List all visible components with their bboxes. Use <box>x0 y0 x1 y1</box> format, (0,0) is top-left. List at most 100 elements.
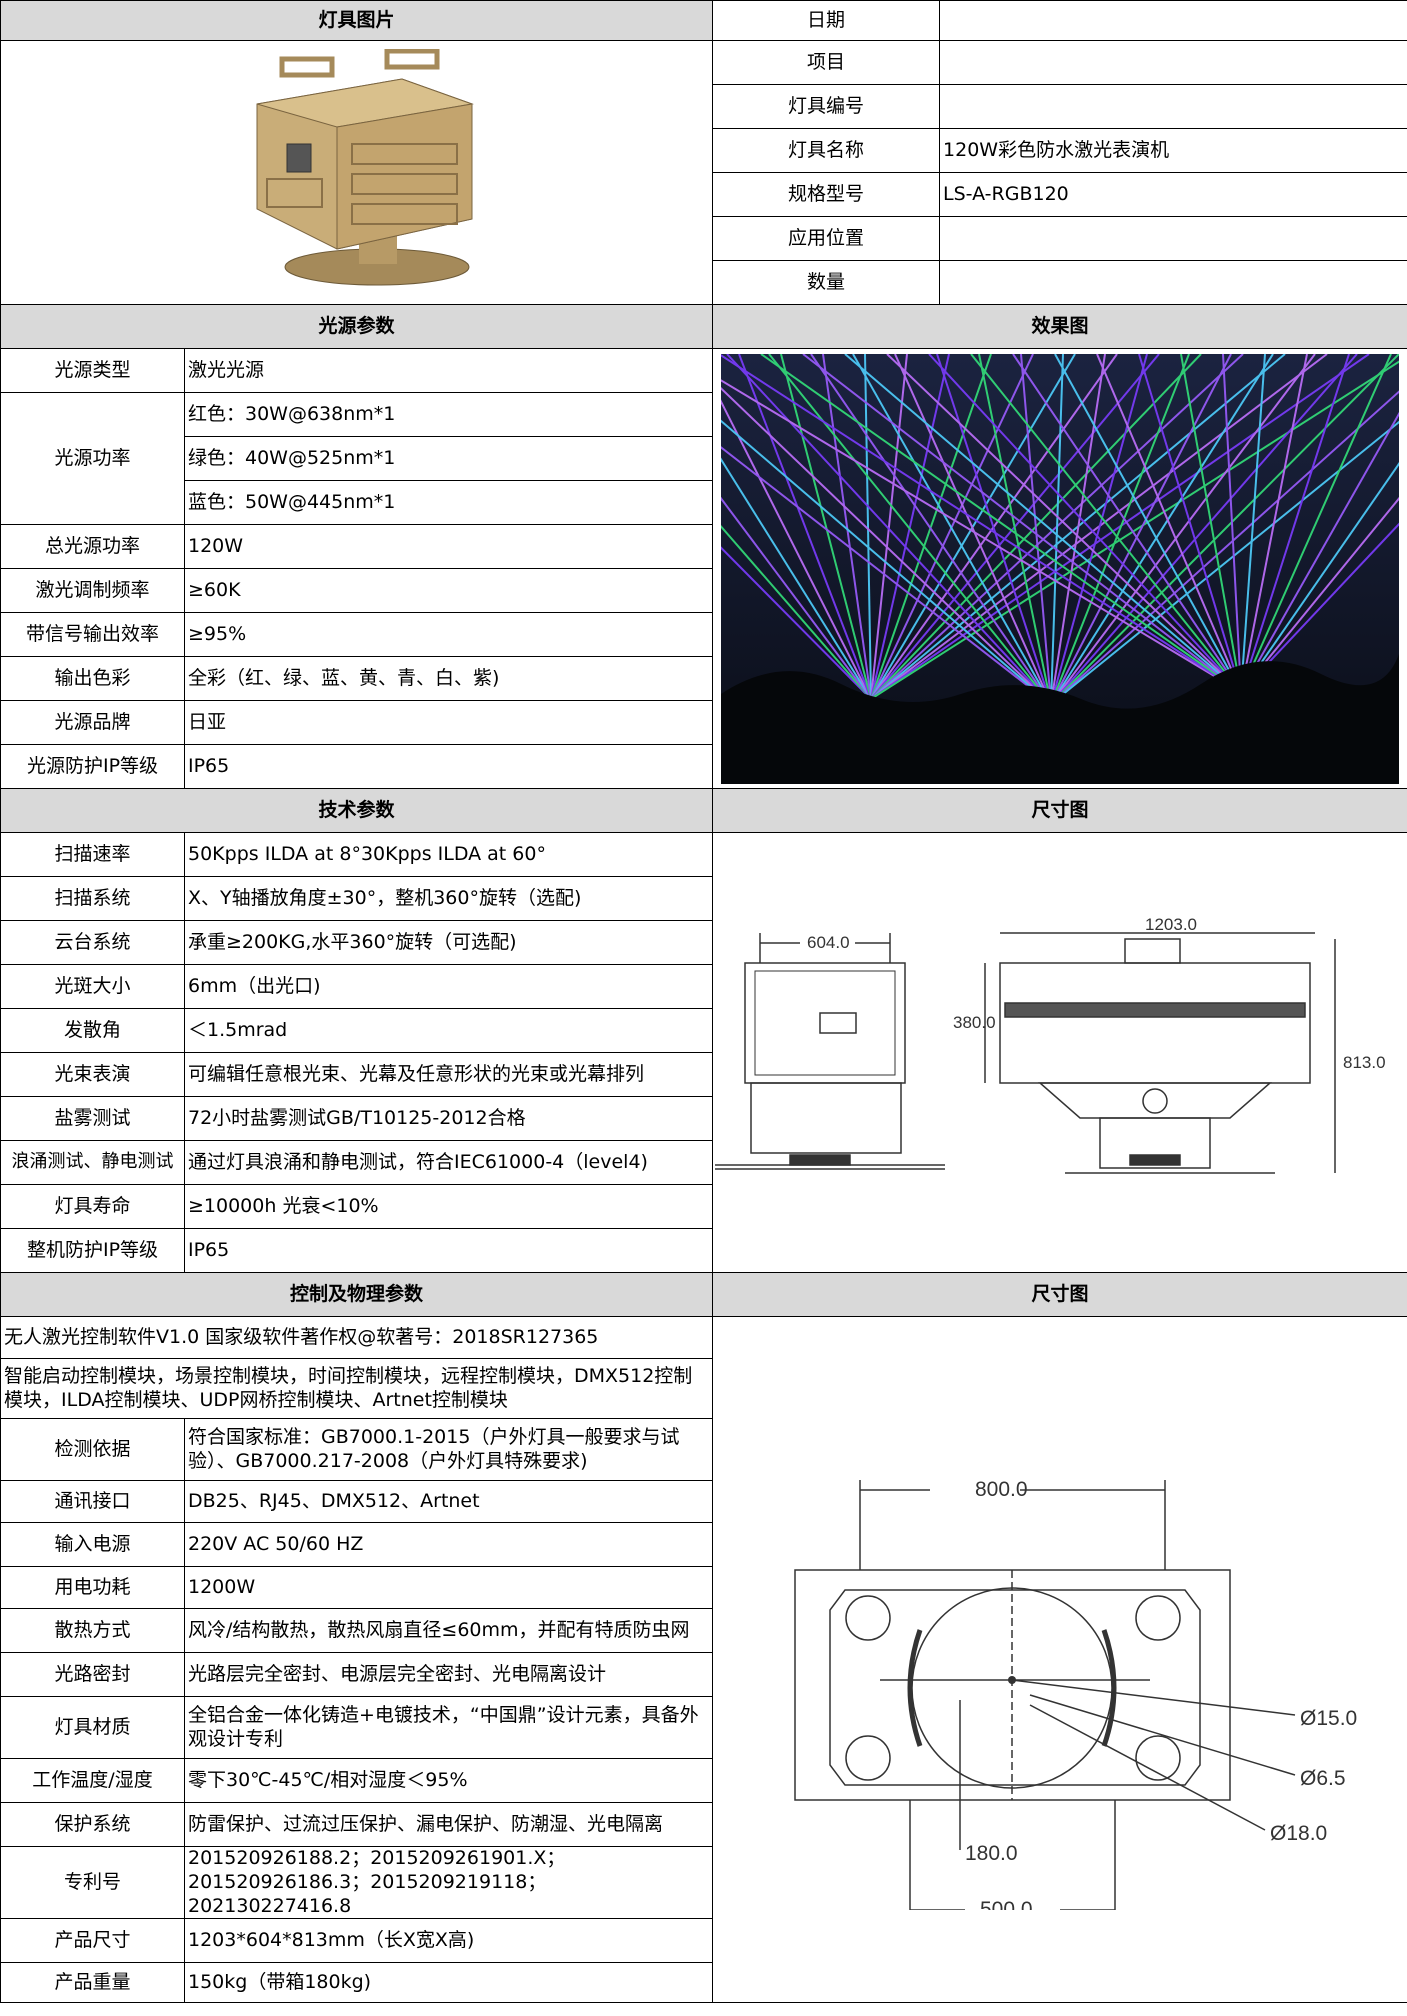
tech-value: 可编辑任意根光束、光幕及任意形状的光束或光幕排列 <box>183 1052 714 1097</box>
laser-beam <box>870 353 909 699</box>
laser-beam <box>870 353 950 699</box>
info-label: 灯具编号 <box>712 84 941 129</box>
info-label: 日期 <box>712 0 941 41</box>
control-value: 1200W <box>183 1566 714 1609</box>
laser-beam <box>1240 353 1392 692</box>
light-power-label: 光源功率 <box>0 392 185 525</box>
tech-value: X、Y轴播放角度±30°，整机360°旋转（选配) <box>183 876 714 921</box>
laser-beam <box>721 386 1052 705</box>
laser-beam <box>864 353 873 699</box>
section-effect: 效果图 <box>712 304 1407 349</box>
laser-beam <box>894 353 1052 704</box>
laser-beam <box>1050 353 1148 704</box>
tech-value: 72小时盐雾测试GB/T10125-2012合格 <box>183 1096 714 1141</box>
section-technical: 技术参数 <box>0 788 714 833</box>
laser-beam <box>870 353 1034 699</box>
laser-beam <box>760 353 1242 693</box>
laser-beam <box>1050 389 1400 705</box>
control-label: 光路密封 <box>0 1652 185 1697</box>
dimension-drawing-2-cell: 800.0 Ø15.0 Ø6.5 Ø18.0 180.0 500.0 <box>712 1315 1407 2004</box>
laser-beam <box>1240 522 1400 693</box>
control-label: 检测依据 <box>0 1418 185 1481</box>
laser-beam <box>1240 496 1400 693</box>
dim-1203-label: 1203.0 <box>1145 915 1197 934</box>
tech-value: IP65 <box>183 1228 714 1273</box>
dimension-drawing-2: 800.0 Ø15.0 Ø6.5 Ø18.0 180.0 500.0 <box>794 1478 1357 1910</box>
control-value: 201520926188.2；2015209261901.X；201520926… <box>183 1845 714 1920</box>
dim-800-label: 800.0 <box>975 1478 1028 1501</box>
info-label: 数量 <box>712 260 941 305</box>
laser-beam <box>1050 353 1190 704</box>
control-value: 防雷保护、过流过压保护、漏电保护、防潮湿、光电隔离 <box>183 1802 714 1847</box>
laser-beam <box>1050 353 1232 704</box>
laser-beam <box>1240 461 1400 693</box>
dim-500-label: 500.0 <box>980 1898 1033 1910</box>
dim-604-label: 604.0 <box>807 933 850 952</box>
control-value: 光路层完全密封、电源层完全密封、光电隔离设计 <box>183 1652 714 1697</box>
laser-beam <box>768 353 1052 705</box>
total-power-label: 总光源功率 <box>0 524 185 569</box>
software-copyright: 无人激光控制软件V1.0 国家级软件著作权@软著号：2018SR127365 <box>0 1316 714 1359</box>
tech-value: 承重≥200KG,水平360°旋转（可选配) <box>183 920 714 965</box>
tech-label: 光束表演 <box>0 1052 185 1097</box>
effect-image <box>721 353 1400 784</box>
control-value: 150kg（带箱180kg) <box>183 1962 714 2004</box>
laser-beam <box>810 353 1052 705</box>
laser-beam <box>870 359 1400 700</box>
laser-beam <box>802 353 1242 693</box>
control-label: 通讯接口 <box>0 1480 185 1523</box>
light-ip-value: IP65 <box>183 744 714 789</box>
tech-label: 整机防护IP等级 <box>0 1228 185 1273</box>
section-control-physical: 控制及物理参数 <box>0 1272 714 1317</box>
tech-label: 云台系统 <box>0 920 185 965</box>
control-value: 全铝合金一体化铸造+电镀技术，“中国鼎”设计元素，具备外观设计专利 <box>183 1696 714 1759</box>
tech-label: 发散角 <box>0 1008 185 1053</box>
laser-beam <box>870 353 1076 700</box>
laser-beam <box>1096 353 1242 692</box>
laser-beam <box>844 353 1242 693</box>
tech-value: 50Kpps ILDA at 8°30Kpps ILDA at 60° <box>183 832 714 877</box>
control-modules: 智能启动控制模块，场景控制模块，时间控制模块，远程控制模块，DMX512控制模块… <box>0 1358 714 1419</box>
control-label: 产品重量 <box>0 1962 185 2004</box>
total-power-value: 120W <box>183 524 714 569</box>
laser-beam <box>1050 353 1316 705</box>
info-value: 120W彩色防水激光表演机 <box>939 128 1407 173</box>
dim-380-label: 380.0 <box>953 1013 996 1032</box>
tech-label: 扫描速率 <box>0 832 185 877</box>
brand-value: 日亚 <box>183 700 714 745</box>
light-power-blue: 蓝色：50W@445nm*1 <box>183 480 714 525</box>
tech-label: 光斑大小 <box>0 964 185 1009</box>
laser-beam <box>1050 353 1274 705</box>
control-label: 保护系统 <box>0 1802 185 1847</box>
section-dimension-2: 尺寸图 <box>712 1272 1407 1317</box>
laser-beam <box>1138 353 1242 692</box>
control-label: 散热方式 <box>0 1608 185 1653</box>
laser-beam <box>970 353 1242 693</box>
info-value <box>939 216 1407 261</box>
dimension-drawing-1: 604.0 1203.0 380.0 813.0 <box>715 915 1386 1174</box>
laser-beam <box>1050 353 1107 704</box>
laser-beam <box>780 353 872 699</box>
control-label: 产品尺寸 <box>0 1918 185 1964</box>
info-label: 规格型号 <box>712 172 941 217</box>
light-power-red: 红色：30W@638nm*1 <box>183 392 714 437</box>
section-fixture-photo: 灯具图片 <box>0 0 714 41</box>
tech-value: 6mm（出光口) <box>183 964 714 1009</box>
laser-beam <box>1240 411 1400 692</box>
section-dimension-1: 尺寸图 <box>712 788 1407 833</box>
dim-813-label: 813.0 <box>1343 1053 1386 1072</box>
section-light-source: 光源参数 <box>0 304 714 349</box>
laser-beam <box>726 353 1052 705</box>
laser-beam <box>1222 353 1243 692</box>
info-value <box>939 40 1407 85</box>
control-value: 风冷/结构散热，散热风扇直径≤60mm，并配有特质防虫网 <box>183 1608 714 1653</box>
info-label: 项目 <box>712 40 941 85</box>
info-label: 灯具名称 <box>712 128 941 173</box>
tech-label: 盐雾测试 <box>0 1096 185 1141</box>
fixture-photo <box>256 48 474 286</box>
tech-label: 灯具寿命 <box>0 1184 185 1229</box>
laser-beam <box>870 353 992 699</box>
laser-beam <box>1050 353 1358 705</box>
control-value: DB25、RJ45、DMX512、Artnet <box>183 1480 714 1523</box>
